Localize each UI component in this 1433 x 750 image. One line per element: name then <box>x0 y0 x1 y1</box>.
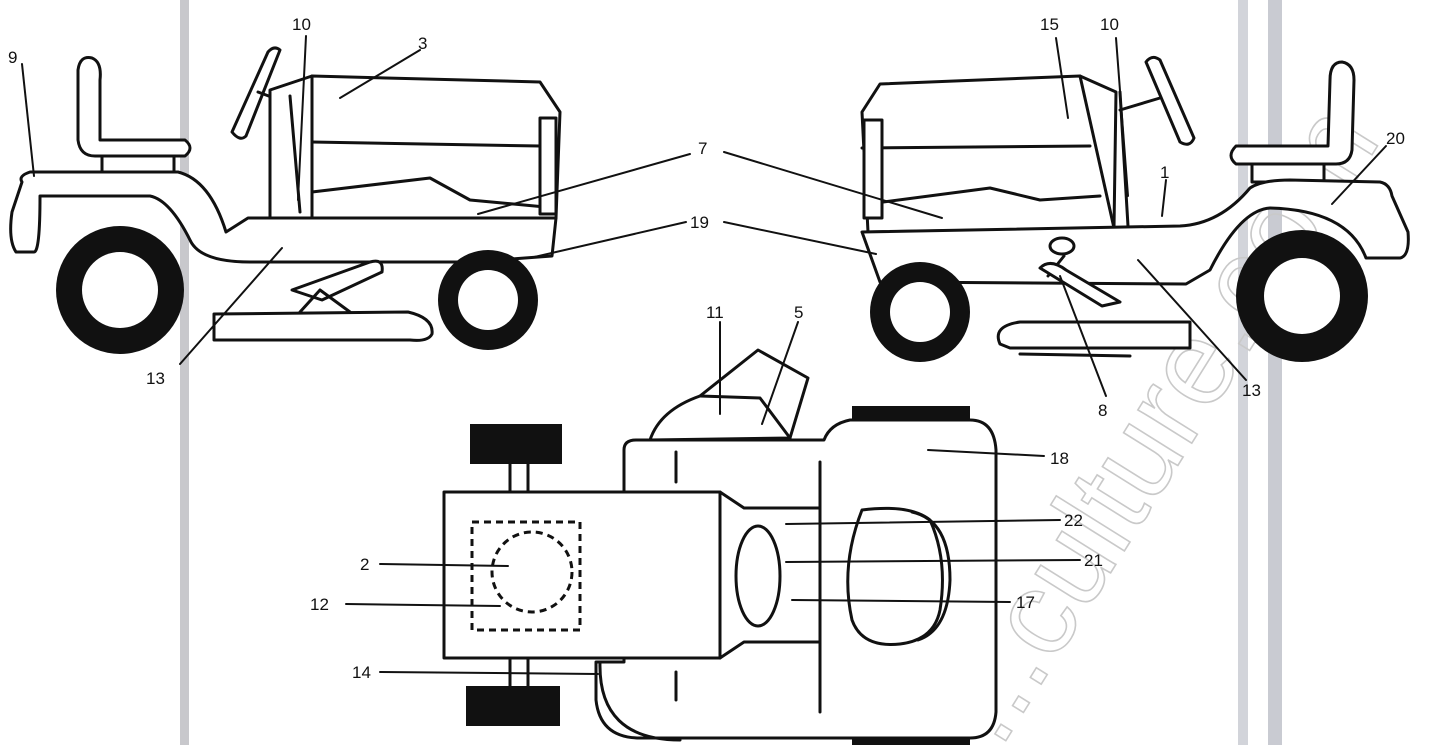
callout-9: 9 <box>8 48 17 67</box>
callout-2: 2 <box>360 555 369 574</box>
right-side-view <box>860 55 1410 362</box>
steering-wheel-top <box>846 506 944 646</box>
steering-wheel-left <box>230 46 282 140</box>
leader-lines <box>21 35 1387 675</box>
body-right <box>860 178 1410 286</box>
callout-10-right: 10 <box>1100 15 1119 34</box>
pedal-right <box>1038 262 1122 308</box>
steering-wheel-right <box>1144 55 1196 146</box>
callout-13-left: 13 <box>146 369 165 388</box>
callout-7: 7 <box>698 139 707 158</box>
callout-20: 20 <box>1386 129 1405 148</box>
callout-11: 11 <box>706 303 724 322</box>
callout-1: 1 <box>1160 163 1169 182</box>
seat-right <box>1229 60 1356 166</box>
left-page-edge <box>180 0 189 745</box>
grille-left <box>538 116 558 216</box>
callout-21: 21 <box>1084 551 1103 570</box>
callout-17: 17 <box>1016 593 1035 612</box>
callout-18: 18 <box>1050 449 1069 468</box>
hood-right <box>860 74 1118 234</box>
dash-oval-top <box>734 524 782 628</box>
front-tire-top-1 <box>852 406 970 422</box>
body-left <box>9 170 558 264</box>
pedal-left <box>290 259 384 302</box>
callout-19: 19 <box>690 213 709 232</box>
callout-22: 22 <box>1064 511 1083 530</box>
engine-dashed-circle <box>490 530 574 614</box>
callout-15: 15 <box>1040 15 1059 34</box>
rear-tire-top-1 <box>470 424 562 464</box>
left-side-view <box>9 46 562 354</box>
callout-10-left: 10 <box>292 15 311 34</box>
engine-dashed-box <box>470 520 582 632</box>
seat-left <box>76 56 192 158</box>
callout-13-right: 13 <box>1242 381 1261 400</box>
callout-12: 12 <box>310 595 329 614</box>
rear-tire-top-2 <box>466 686 560 726</box>
mower-deck-right <box>996 320 1192 350</box>
grille-right <box>862 118 884 220</box>
callout-numbers: 9 10 3 7 19 13 15 10 1 20 8 13 11 5 18 2… <box>8 15 1405 682</box>
callout-14: 14 <box>352 663 371 682</box>
right-page-edge-1 <box>1238 0 1248 745</box>
callout-5: 5 <box>794 303 803 322</box>
rear-body-top <box>442 490 722 660</box>
mower-deck-left <box>212 310 434 342</box>
callout-3: 3 <box>418 34 427 53</box>
top-view <box>442 348 998 745</box>
callout-8: 8 <box>1098 401 1107 420</box>
